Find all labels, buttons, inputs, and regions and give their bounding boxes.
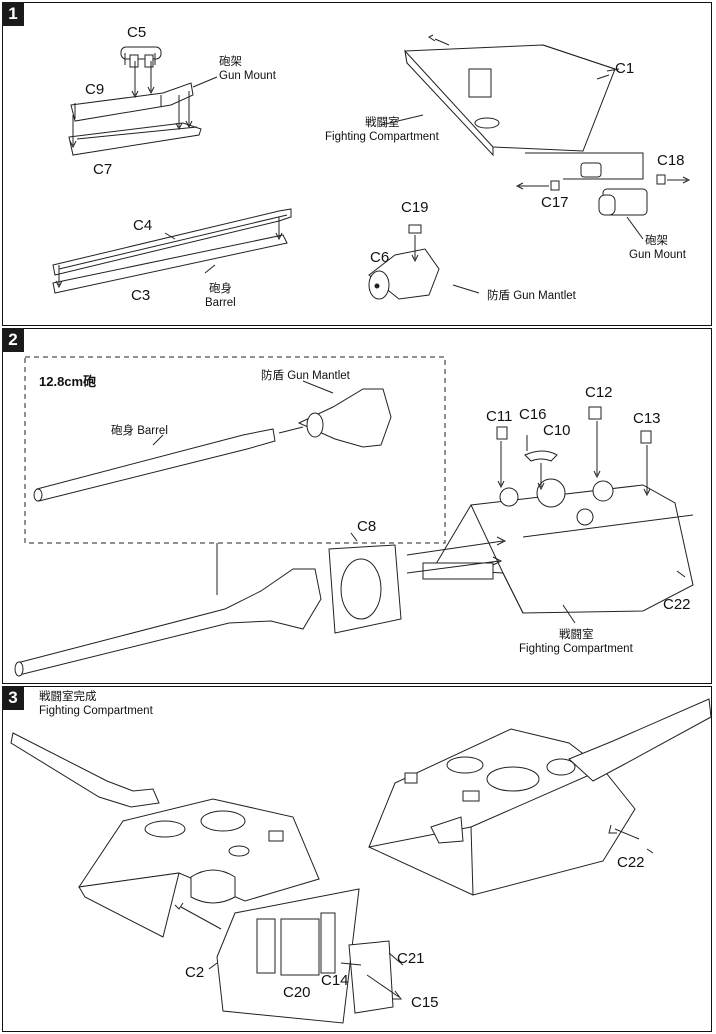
part-label-c2: C2 [185, 964, 205, 981]
main-gun-drawing [14, 544, 402, 677]
part-label-c22: C22 [663, 596, 691, 613]
barrel-parts [52, 208, 292, 294]
gun-mount-parts [68, 46, 202, 156]
gun-mount-label-jp: 砲架 [219, 56, 242, 68]
fighting-compartment-part [404, 34, 691, 216]
part-label-c7: C7 [93, 161, 113, 178]
alt-gun-drawing [33, 380, 392, 502]
step-number-badge: 1 [2, 2, 24, 26]
step-3-panel: 3 [2, 686, 712, 1032]
alternate-gun-box [24, 356, 446, 544]
step-3-title-en: Fighting Compartment [39, 705, 153, 717]
part-label-c9: C9 [85, 81, 105, 98]
step-number-badge: 2 [2, 328, 24, 352]
step-1-drawing [52, 34, 691, 300]
part-label-c8: C8 [357, 518, 377, 535]
fighting-compartment-label-jp: 戦闘室 [559, 629, 594, 641]
alt-gun-mantlet-label: 防盾 Gun Mantlet [261, 370, 350, 382]
gun-mantlet-part [368, 224, 440, 300]
gun-mount-label-en: Gun Mount [219, 70, 276, 82]
part-label-c17: C17 [541, 194, 569, 211]
left-assembly-drawing [10, 732, 404, 1024]
fighting-compartment-label-en: Fighting Compartment [325, 131, 439, 143]
step-3-title-jp: 戦闘室完成 [39, 691, 97, 703]
barrel-label-en: Barrel [205, 297, 236, 309]
part-label-c22: C22 [617, 854, 645, 871]
alt-gun-title: 12.8cm砲 [39, 374, 97, 389]
part-label-c14: C14 [321, 972, 349, 989]
fighting-compartment-label-en: Fighting Compartment [519, 643, 633, 655]
gun-mount-right-label-en: Gun Mount [629, 249, 686, 261]
part-label-c6: C6 [370, 249, 390, 266]
right-assembly-drawing [368, 698, 711, 896]
part-label-c16: C16 [519, 406, 547, 423]
gun-mantlet-label: 防盾 Gun Mantlet [487, 290, 576, 302]
step-2-drawing [14, 356, 694, 677]
part-label-c5: C5 [127, 24, 147, 41]
gun-mount-right-label-jp: 砲架 [645, 235, 668, 247]
part-label-c12: C12 [585, 384, 613, 401]
alt-barrel-label: 砲身 Barrel [111, 425, 168, 437]
part-label-c18: C18 [657, 152, 685, 169]
part-label-c11: C11 [486, 408, 513, 425]
step-number-badge: 3 [2, 686, 24, 710]
part-label-c15: C15 [411, 994, 439, 1011]
fighting-compartment-drawing [406, 406, 694, 624]
part-label-c4: C4 [133, 217, 153, 234]
barrel-label-jp: 砲身 [209, 283, 232, 295]
step-2-panel: 2 [2, 328, 712, 684]
part-label-c21: C21 [397, 950, 425, 967]
part-label-c1: C1 [615, 60, 635, 77]
part-label-c20: C20 [283, 984, 311, 1001]
step-1-panel: 1 [2, 2, 712, 326]
fighting-compartment-label-jp: 戦闘室 [365, 117, 400, 129]
part-label-c13: C13 [633, 410, 661, 427]
step-3-drawing [10, 698, 711, 1024]
part-label-c3: C3 [131, 287, 151, 304]
part-label-c10: C10 [543, 422, 571, 439]
part-label-c19: C19 [401, 199, 429, 216]
